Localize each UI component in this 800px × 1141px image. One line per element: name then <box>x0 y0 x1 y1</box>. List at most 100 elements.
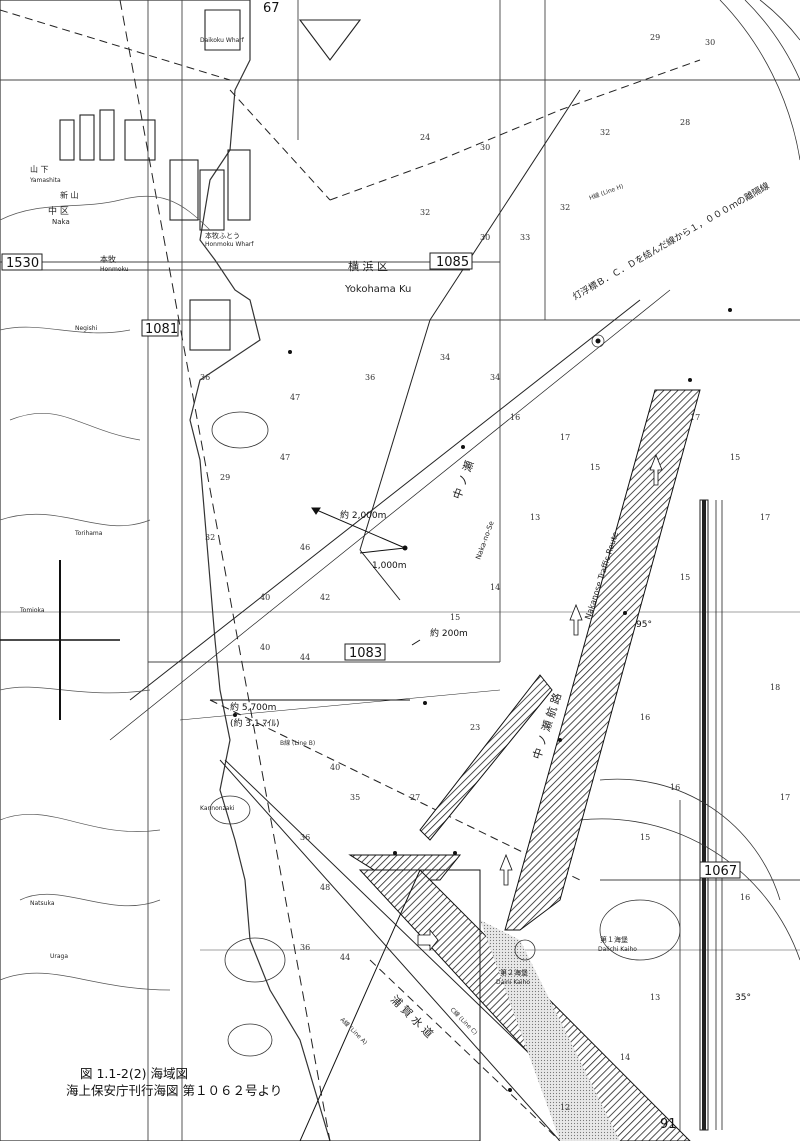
sheet-1085: 1085 <box>436 255 469 270</box>
svg-text:47: 47 <box>290 393 300 402</box>
svg-text:30: 30 <box>705 38 715 47</box>
distance-5700m: 約 5,700m <box>230 701 276 713</box>
svg-text:44: 44 <box>340 953 350 962</box>
svg-text:13: 13 <box>650 993 660 1002</box>
buoy-markers <box>233 308 732 1092</box>
svg-text:16: 16 <box>640 713 650 722</box>
yamashita-label: 山 下 <box>30 164 49 174</box>
figure-title: 図 1.1-2(2) 海域図 <box>80 1066 188 1081</box>
harbour-piers <box>59 9 362 351</box>
honmoku-label: 本牧 <box>100 254 116 264</box>
svg-text:46: 46 <box>300 543 310 552</box>
distance-200m: 約 200m <box>430 627 468 639</box>
compass-rose <box>579 0 800 961</box>
svg-text:32: 32 <box>420 208 430 217</box>
svg-text:17: 17 <box>780 793 790 802</box>
line-b-label: B線 (Line B) <box>280 739 315 747</box>
sheet-1081: 1081 <box>145 322 178 337</box>
svg-text:34: 34 <box>440 353 450 362</box>
kannonzaki-label: Kannonzaki <box>200 805 235 812</box>
svg-text:16: 16 <box>510 413 520 422</box>
torihama-label: Torihama <box>74 530 103 537</box>
svg-text:17: 17 <box>690 413 700 422</box>
honmoku-romaji: Honmoku <box>100 266 129 273</box>
latitude-scale <box>699 499 723 1131</box>
depth-soundings: 24 30 32 28 30 29 32 33 30 32 36 34 34 1… <box>200 33 790 1112</box>
daiichi-kaiho-label: Daiichi Kaiho <box>598 946 637 953</box>
natsuka-label: Natsuka <box>30 900 55 907</box>
bearing-35: 35° <box>735 993 751 1003</box>
line-h-label: H線 (Line H) <box>588 182 625 202</box>
svg-text:24: 24 <box>420 133 430 142</box>
nakanose-jp: 中 ノ 瀬 <box>450 459 477 501</box>
yamashita-romaji: Yamashita <box>29 177 61 184</box>
uraga-label: Uraga <box>50 953 68 960</box>
svg-text:36: 36 <box>365 373 375 382</box>
svg-text:32: 32 <box>600 128 610 137</box>
naka-ku-romaji: Naka <box>52 218 70 226</box>
tomioka-label: Tomioka <box>19 607 45 614</box>
svg-text:29: 29 <box>220 473 230 482</box>
svg-text:15: 15 <box>450 613 460 622</box>
sheet-67: 67 <box>263 1 280 16</box>
traffic-route <box>299 389 701 1141</box>
naka-ku-label: 中 区 <box>48 205 69 217</box>
svg-text:13: 13 <box>530 513 540 522</box>
land-roads <box>0 195 211 991</box>
chart-annotations: 灯浮標Ｂ．Ｃ．Ｄを結んだ線から１，０００ｍの離隔線 約 2,000m 1,000… <box>230 180 771 1047</box>
figure-caption: 図 1.1-2(2) 海域図 海上保安庁刊行海図 第１０６２号より <box>66 1065 282 1099</box>
sheet-91: 91 <box>660 1117 677 1132</box>
svg-text:40: 40 <box>260 643 270 652</box>
daikoku-wharf-label: Daikoku Wharf <box>200 37 245 44</box>
svg-text:16: 16 <box>740 893 750 902</box>
sheet-1067: 1067 <box>704 864 737 879</box>
svg-text:14: 14 <box>620 1053 630 1062</box>
nakanose-romaji: Naka-no-Se <box>474 520 495 561</box>
svg-text:14: 14 <box>490 583 500 592</box>
distance-2000m: 約 2,000m <box>340 509 386 521</box>
svg-text:36: 36 <box>200 373 210 382</box>
svg-text:17: 17 <box>760 513 770 522</box>
negishi-label: Negishi <box>75 325 98 332</box>
shin-yamashita-label: 新 山 <box>60 190 79 200</box>
svg-text:32: 32 <box>205 533 215 542</box>
svg-text:33: 33 <box>520 233 530 242</box>
daini-kaiho-label: Daini Kaiho <box>496 979 530 986</box>
svg-text:36: 36 <box>300 943 310 952</box>
yokohama-ku-label: 横 浜 区 <box>348 259 388 273</box>
svg-text:40: 40 <box>330 763 340 772</box>
traffic-arrows <box>417 453 663 952</box>
distance-1000m: 1,000m <box>372 561 407 571</box>
long-route-lines <box>109 89 671 1141</box>
reefs <box>209 334 681 1057</box>
land-mass <box>0 0 331 1141</box>
svg-text:32: 32 <box>560 203 570 212</box>
svg-text:23: 23 <box>470 723 480 732</box>
honmoku-wharf-jp: 本牧ふとう <box>205 231 240 240</box>
svg-text:16: 16 <box>670 783 680 792</box>
distance-nautical-miles: (約 3.1 ﾏｲﾙ) <box>230 717 280 729</box>
bearing-95: 95° <box>636 620 652 630</box>
limit-lines <box>0 0 701 1141</box>
honmoku-wharf-label: Honmoku Wharf <box>205 241 254 248</box>
svg-text:15: 15 <box>680 573 690 582</box>
distance-arrows <box>210 507 421 701</box>
daiichi-kaiho-jp: 第１海堡 <box>600 935 628 944</box>
svg-text:34: 34 <box>490 373 500 382</box>
svg-text:28: 28 <box>680 118 690 127</box>
svg-text:42: 42 <box>320 593 330 602</box>
figure-source: 海上保安庁刊行海図 第１０６２号より <box>66 1083 283 1098</box>
svg-text:35: 35 <box>350 793 360 802</box>
sheet-1083: 1083 <box>349 646 382 661</box>
svg-text:15: 15 <box>730 453 740 462</box>
svg-text:29: 29 <box>650 33 660 42</box>
svg-text:30: 30 <box>480 233 490 242</box>
svg-text:47: 47 <box>280 453 290 462</box>
svg-text:12: 12 <box>560 1103 570 1112</box>
svg-text:40: 40 <box>260 593 270 602</box>
svg-text:15: 15 <box>590 463 600 472</box>
daini-kaiho-jp: 第２海堡 <box>500 968 528 977</box>
svg-text:30: 30 <box>480 143 490 152</box>
